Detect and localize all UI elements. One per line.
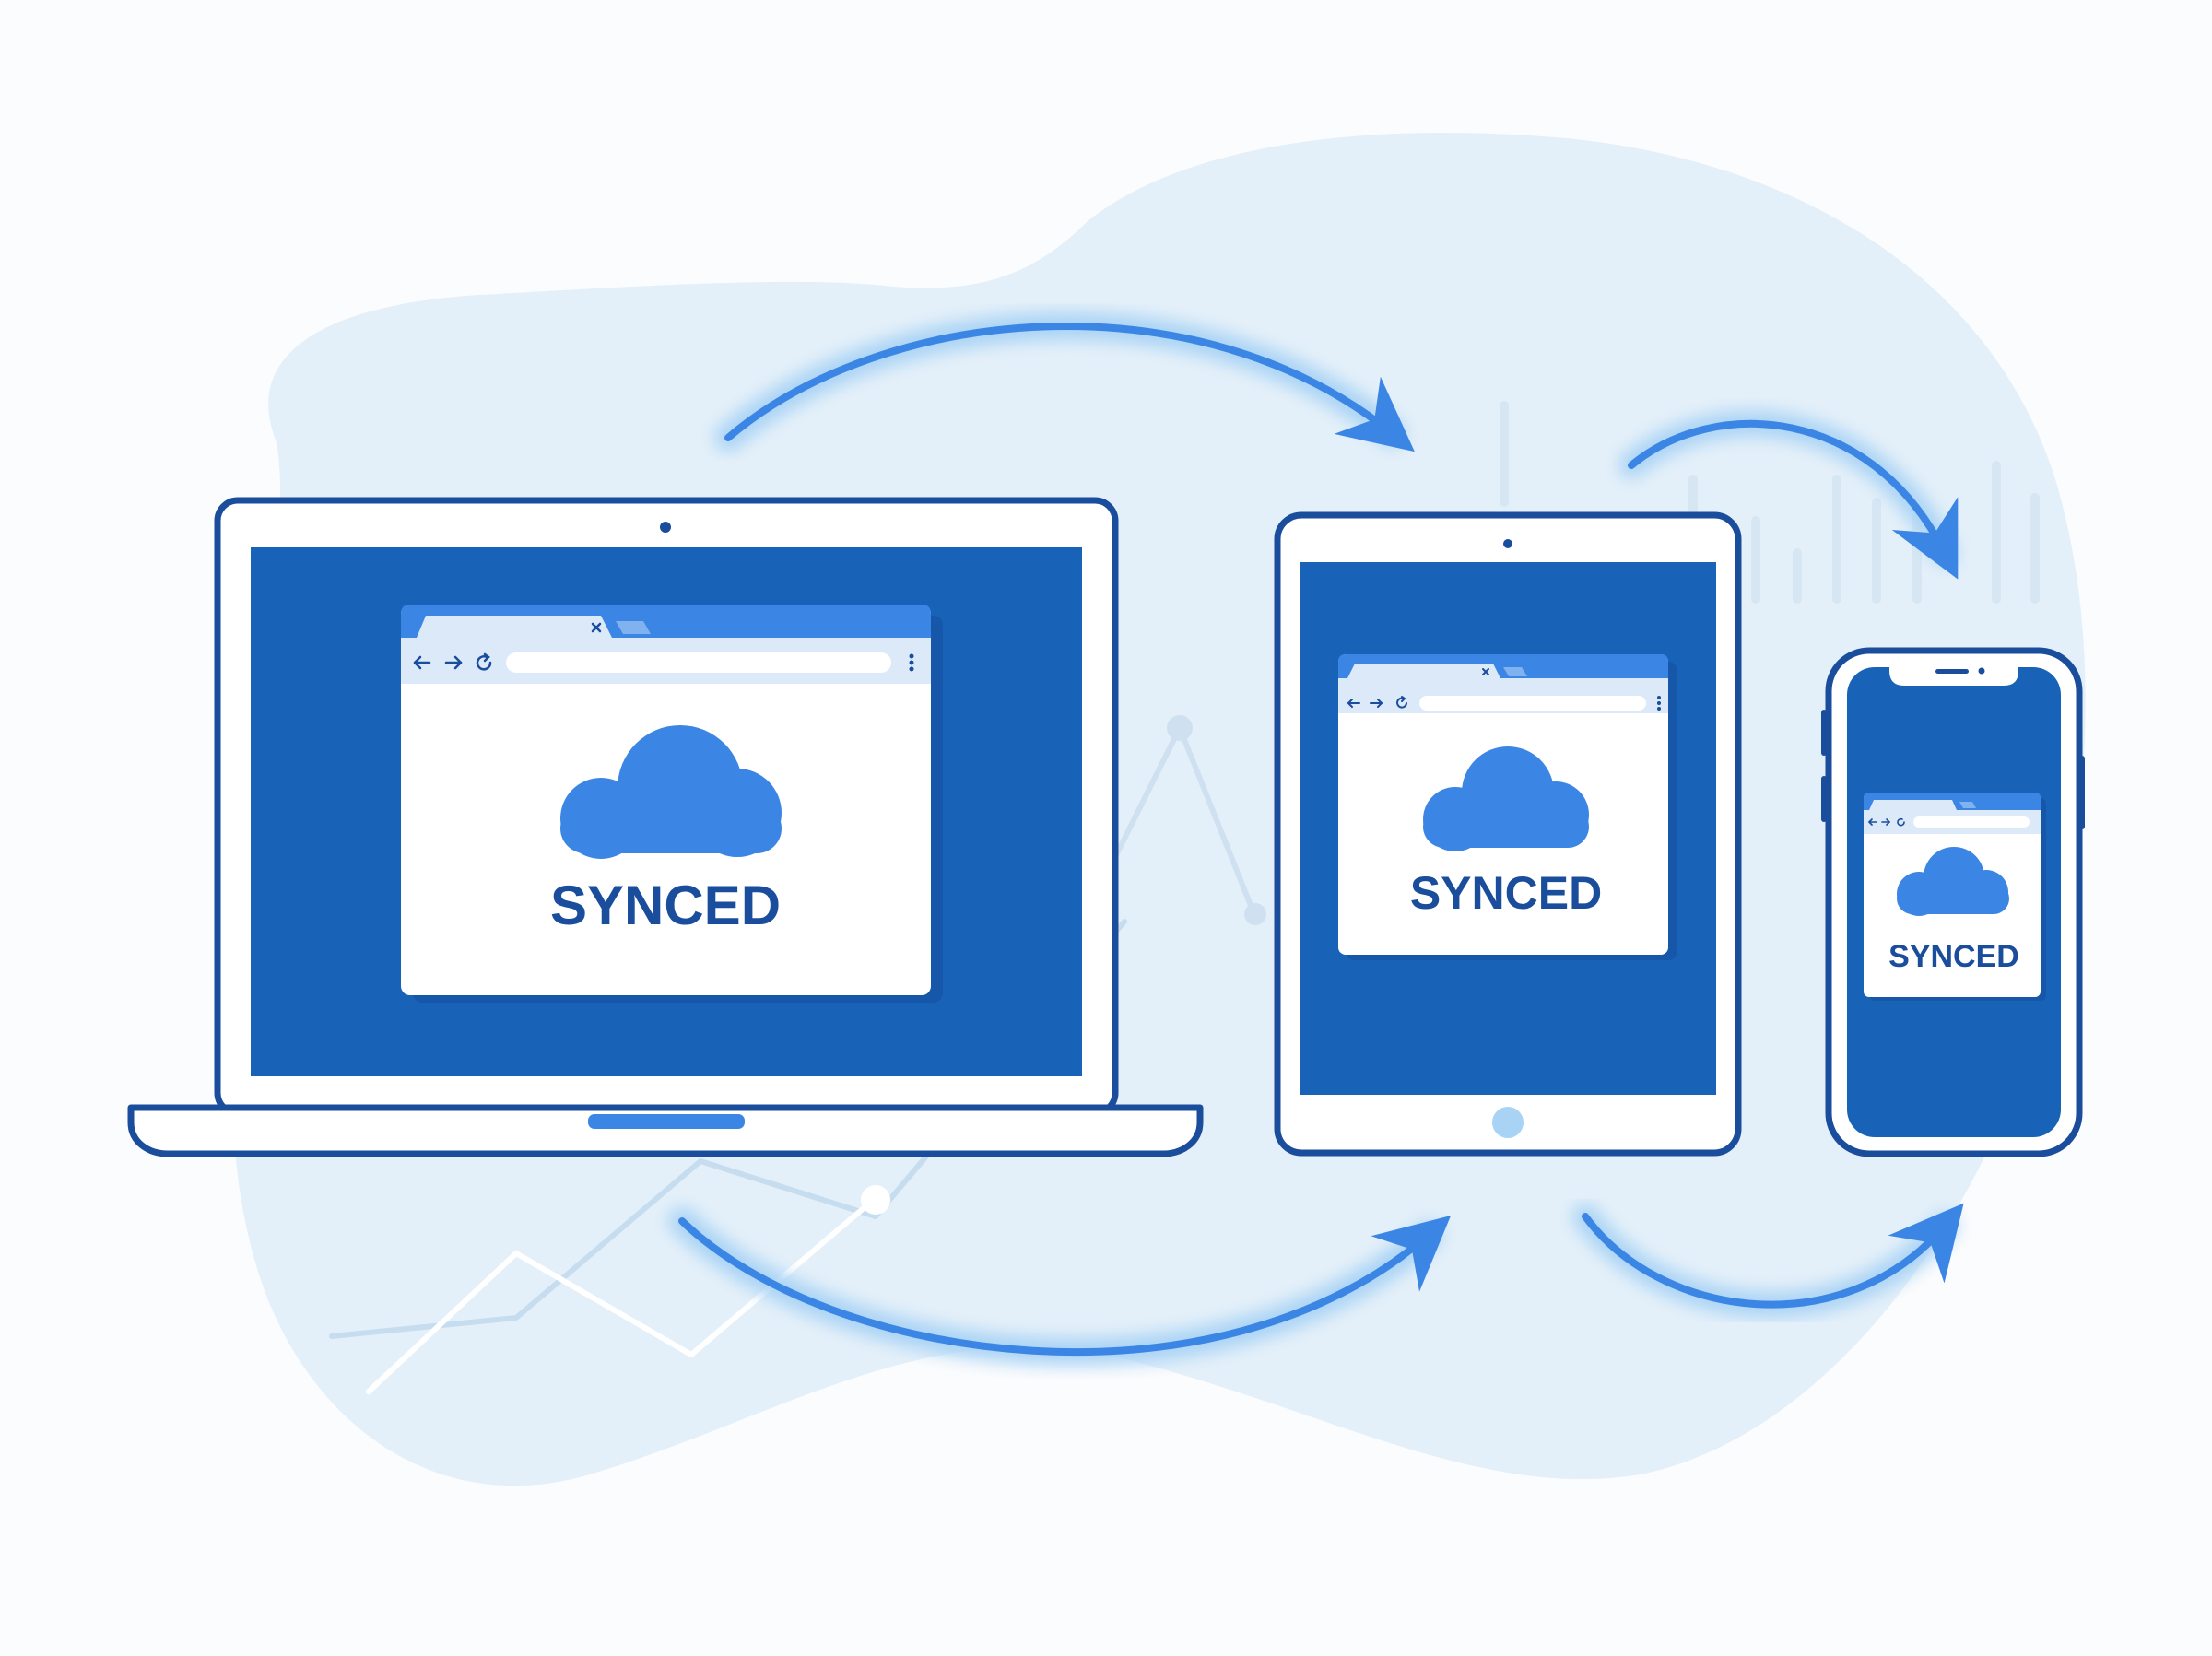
decor-dot-3	[1244, 903, 1266, 925]
phone: SYNCED	[1821, 647, 2085, 1157]
tablet-synced-label: SYNCED	[1410, 867, 1602, 919]
browser-inactive-tab	[1959, 802, 1976, 808]
tab-close-icon	[1482, 668, 1489, 675]
forward-arrow-icon	[1881, 818, 1890, 826]
laptop-base	[127, 1104, 1204, 1157]
back-arrow-icon	[1347, 699, 1360, 708]
arrow-tablet-to-phone-top	[1618, 411, 1959, 580]
forward-arrow-icon	[444, 655, 463, 670]
reload-icon	[1396, 696, 1407, 709]
decor-dot-1	[861, 1185, 890, 1215]
tablet-browser-window: SYNCED	[1338, 654, 1677, 960]
phone-front-camera	[1978, 667, 1985, 675]
background-bar-decoration	[1500, 401, 2040, 604]
arrow-laptop-to-tablet-bottom	[668, 1207, 1452, 1367]
cloud-icon	[1897, 847, 2009, 916]
phone-notch	[1889, 665, 2018, 686]
kebab-menu-icon	[1657, 696, 1661, 711]
laptop-camera	[660, 522, 671, 533]
laptop-trackpad-notch	[588, 1114, 745, 1129]
forward-arrow-icon	[1370, 699, 1382, 708]
decor-dot-2	[1167, 715, 1193, 741]
tablet: SYNCED	[1274, 511, 1742, 1157]
reload-icon	[476, 652, 492, 671]
tab-close-icon	[591, 622, 602, 633]
browser-address-bar	[1913, 816, 2030, 828]
back-arrow-icon	[1868, 818, 1877, 826]
reload-icon	[1897, 817, 1905, 827]
laptop-browser-window: SYNCED	[401, 605, 943, 1003]
arrow-tablet-to-phone-bottom	[1572, 1203, 1964, 1318]
phone-synced-label: SYNCED	[1888, 939, 2019, 974]
laptop: SYNCED	[127, 497, 1204, 1157]
browser-inactive-tab	[616, 621, 651, 634]
browser-inactive-tab	[1503, 667, 1527, 676]
cloud-icon	[1423, 746, 1589, 851]
browser-address-bar	[1419, 696, 1646, 711]
browser-active-tab	[1869, 800, 1957, 810]
phone-speaker	[1936, 669, 1969, 674]
sync-arrows	[668, 312, 1964, 1367]
tablet-camera	[1503, 539, 1512, 548]
arrow-laptop-to-tablet-top	[714, 312, 1415, 452]
kebab-menu-icon	[909, 653, 914, 672]
back-arrow-icon	[413, 655, 431, 670]
tablet-home-button	[1492, 1107, 1524, 1138]
browser-active-tab	[1347, 664, 1500, 678]
browser-active-tab	[417, 616, 612, 638]
browser-address-bar	[506, 652, 891, 673]
phone-browser-window: SYNCED	[1864, 793, 2046, 1001]
laptop-synced-label: SYNCED	[550, 875, 781, 936]
cloud-icon	[560, 725, 782, 859]
